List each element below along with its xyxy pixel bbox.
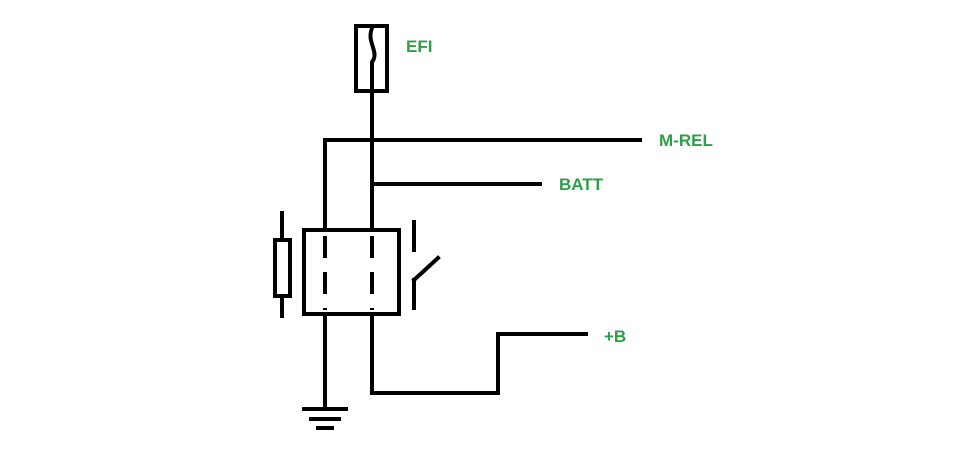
fuse-element — [368, 25, 377, 91]
resistor-body — [273, 238, 292, 298]
main-relay — [302, 228, 401, 316]
switch-blade — [411, 255, 441, 283]
plus-b-label: +B — [604, 327, 626, 346]
batt-label: BATT — [559, 175, 604, 194]
ground-icon — [302, 407, 348, 430]
plus-b-wire — [370, 312, 588, 395]
m-rel-label: M-REL — [659, 131, 713, 150]
relay-body — [302, 228, 401, 316]
efi-fuse — [354, 24, 389, 93]
m-rel-wire — [323, 138, 642, 232]
efi-label: EFI — [406, 37, 432, 56]
relay-switch — [411, 220, 441, 310]
relay-resistor — [273, 211, 292, 318]
